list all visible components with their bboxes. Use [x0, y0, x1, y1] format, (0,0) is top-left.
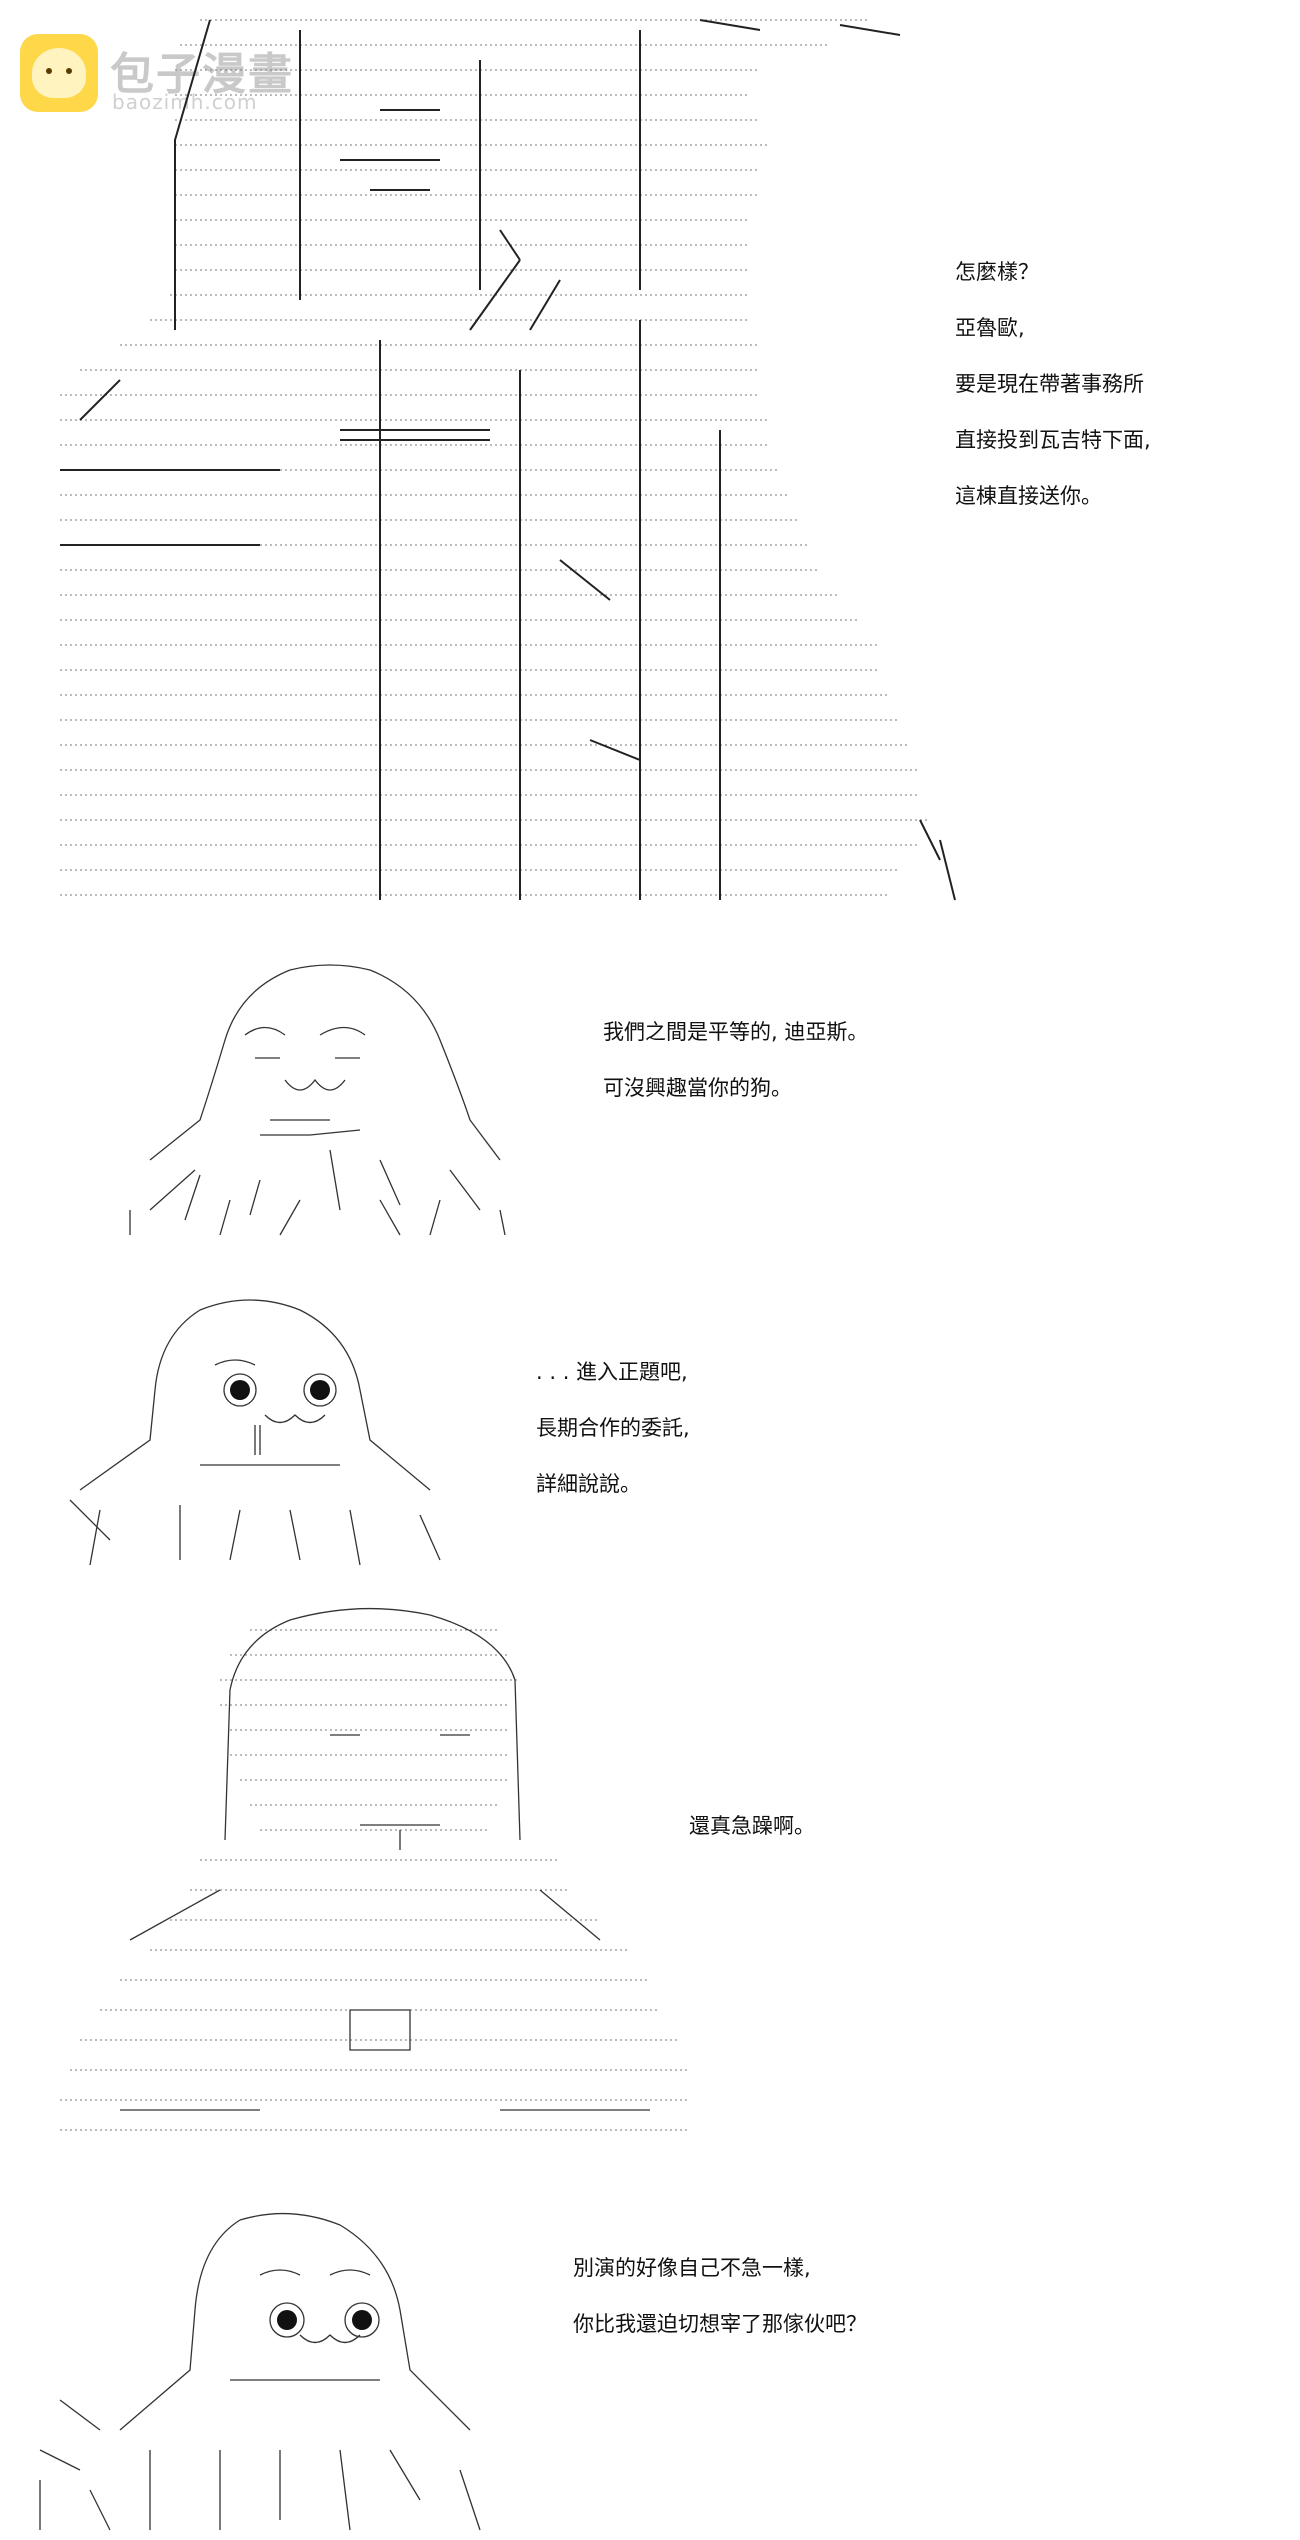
dialogue-5: 別演的好像自己不急一樣, 你比我還迫切想宰了那傢伙吧？	[573, 2240, 867, 2352]
ascii-art-figure-1	[0, 0, 960, 920]
bun-face	[32, 48, 86, 98]
dialogue-3: . . . 進入正題吧, 長期合作的委託, 詳細說說。	[536, 1344, 690, 1512]
dialogue-2: 我們之間是平等的, 迪亞斯。 可沒興趣當你的狗。	[603, 1004, 868, 1116]
dialogue-line: . . . 進入正題吧,	[536, 1360, 688, 1384]
dialogue-line: 直接投到瓦吉特下面,	[955, 428, 1151, 452]
bun-eye-left	[46, 68, 52, 74]
dialogue-line: 可沒興趣當你的狗。	[603, 1076, 792, 1100]
dialogue-line: 長期合作的委託,	[536, 1416, 690, 1440]
panel-3: . . . 進入正題吧, 長期合作的委託, 詳細說說。	[0, 1270, 1300, 1580]
panel-1: 怎麼樣？ 亞魯歐, 要是現在帶著事務所 直接投到瓦吉特下面, 這棟直接送你。	[0, 0, 1300, 920]
dialogue-line: 還真急躁啊。	[689, 1814, 815, 1838]
dialogue-line: 我們之間是平等的, 迪亞斯。	[603, 1020, 869, 1044]
panel-2: 我們之間是平等的, 迪亞斯。 可沒興趣當你的狗。	[0, 950, 1300, 1250]
dialogue-line: 這棟直接送你。	[955, 484, 1102, 508]
dialogue-line: 詳細說說。	[536, 1472, 641, 1496]
watermark-logo: 包子漫畫 baozimh.com	[20, 34, 320, 114]
dialogue-line: 怎麼樣？	[955, 260, 1039, 284]
dialogue-line: 別演的好像自己不急一樣,	[573, 2256, 811, 2280]
dialogue-1: 怎麼樣？ 亞魯歐, 要是現在帶著事務所 直接投到瓦吉特下面, 這棟直接送你。	[955, 244, 1151, 524]
dialogue-4: 還真急躁啊。	[689, 1798, 815, 1854]
watermark-title: 包子漫畫	[110, 49, 294, 100]
dialogue-line: 你比我還迫切想宰了那傢伙吧？	[573, 2312, 867, 2336]
dialogue-line: 亞魯歐,	[955, 316, 1025, 340]
panel-5: 別演的好像自己不急一樣, 你比我還迫切想宰了那傢伙吧？	[0, 2200, 1300, 2540]
bun-mascot-icon	[20, 34, 98, 112]
bun-eye-right	[66, 68, 72, 74]
ascii-art-figure-5	[0, 2200, 520, 2540]
dialogue-line: 要是現在帶著事務所	[955, 372, 1144, 396]
panel-4: 還真急躁啊。	[0, 1590, 1300, 2160]
ascii-art-figure-3	[0, 1270, 520, 1580]
ascii-art-figure-4	[0, 1590, 720, 2160]
ascii-art-figure-2	[0, 950, 560, 1250]
